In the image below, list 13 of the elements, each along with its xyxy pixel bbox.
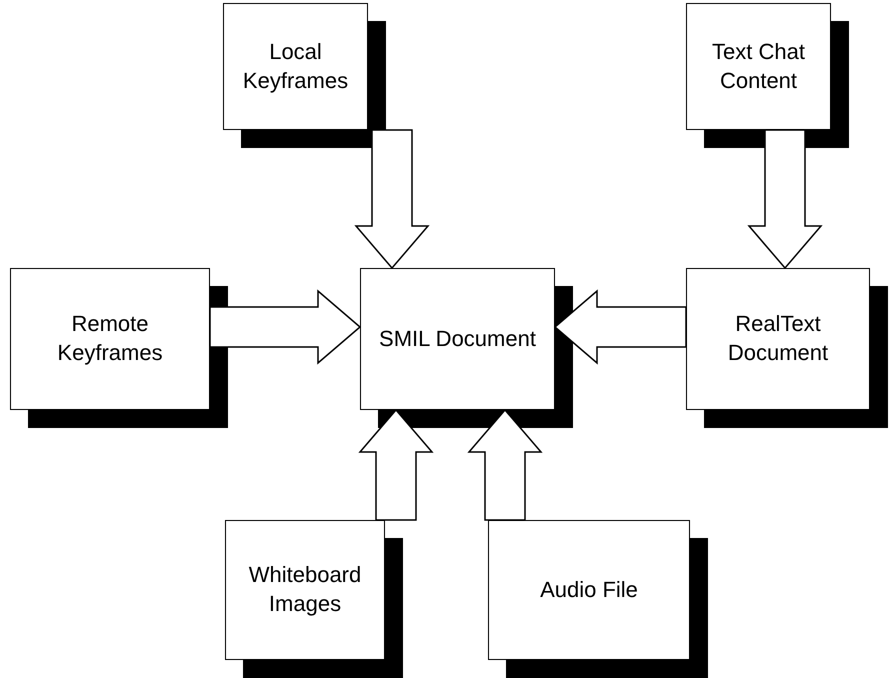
box-label: Remote Keyframes bbox=[56, 310, 164, 367]
block-arrow bbox=[358, 408, 434, 521]
block-arrow bbox=[467, 408, 543, 521]
box-label: Local Keyframes bbox=[242, 38, 350, 95]
block-arrow bbox=[354, 129, 430, 270]
box-label: Audio File bbox=[539, 576, 639, 604]
block-arrow bbox=[554, 289, 687, 365]
block-arrow bbox=[747, 129, 823, 270]
block-arrow bbox=[209, 289, 362, 365]
box-label: Text Chat Content bbox=[711, 38, 806, 94]
box-label: Whiteboard Images bbox=[248, 561, 362, 618]
box-label: SMIL Document bbox=[378, 324, 537, 353]
box-label: RealText Document bbox=[726, 310, 830, 367]
